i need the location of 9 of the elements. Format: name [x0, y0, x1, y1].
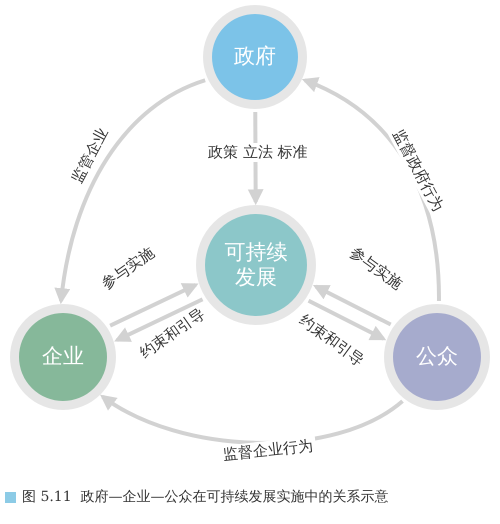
figure-caption: 图 5.11 政府—企业—公众在可持续发展实施中的关系示意 [22, 488, 389, 506]
arrow [109, 283, 199, 328]
arrow [308, 298, 386, 341]
circle-node: 公众 [384, 304, 490, 410]
circle-node: 企业 [10, 304, 116, 410]
arrow [54, 78, 206, 304]
arrow [312, 284, 392, 326]
circle-node: 政府 [203, 5, 307, 109]
arrow [114, 298, 204, 342]
